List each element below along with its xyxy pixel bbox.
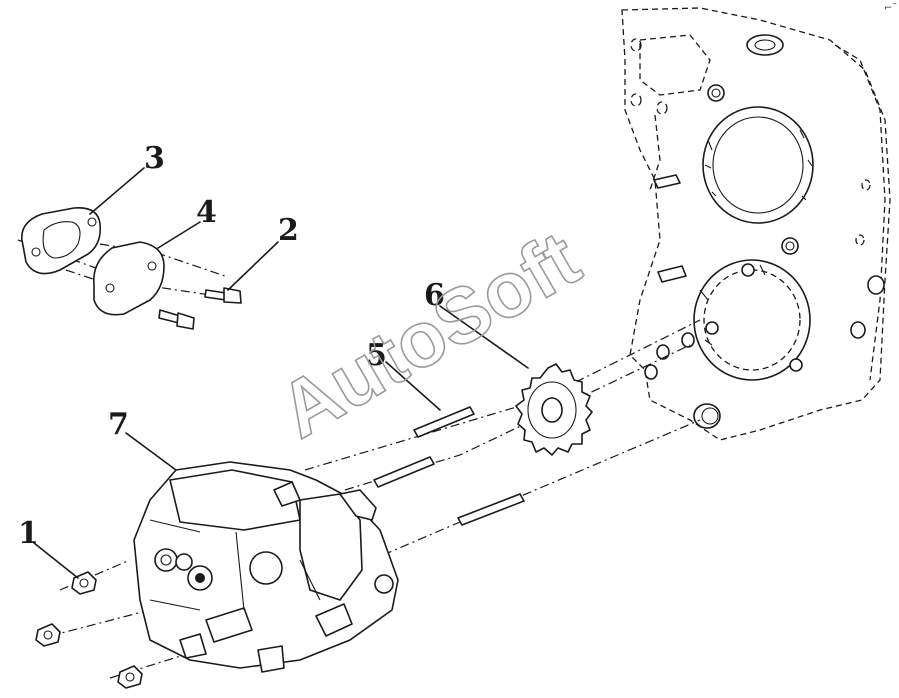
cover-plate-part-4 bbox=[93, 241, 165, 316]
nuts-part-1 bbox=[35, 571, 143, 689]
engine-front-housing bbox=[621, 7, 891, 441]
leader-lines bbox=[33, 167, 529, 579]
callout-5: 5 bbox=[366, 338, 387, 373]
fuel-pump-part-7 bbox=[133, 461, 399, 673]
callout-7: 7 bbox=[108, 407, 129, 442]
callout-labels: 1 2 3 4 5 6 7 bbox=[18, 141, 445, 551]
callout-1: 1 bbox=[18, 516, 39, 551]
callout-3: 3 bbox=[144, 141, 165, 176]
callout-6: 6 bbox=[424, 278, 445, 313]
callout-4: 4 bbox=[196, 195, 217, 230]
pins-part-5 bbox=[373, 406, 525, 526]
gasket-part-3 bbox=[21, 207, 102, 275]
corner-mark: ⌐ˉ bbox=[884, 3, 897, 14]
callout-2: 2 bbox=[278, 213, 299, 248]
drive-gear-part-6 bbox=[515, 363, 593, 456]
bolts-part-2 bbox=[158, 287, 242, 330]
